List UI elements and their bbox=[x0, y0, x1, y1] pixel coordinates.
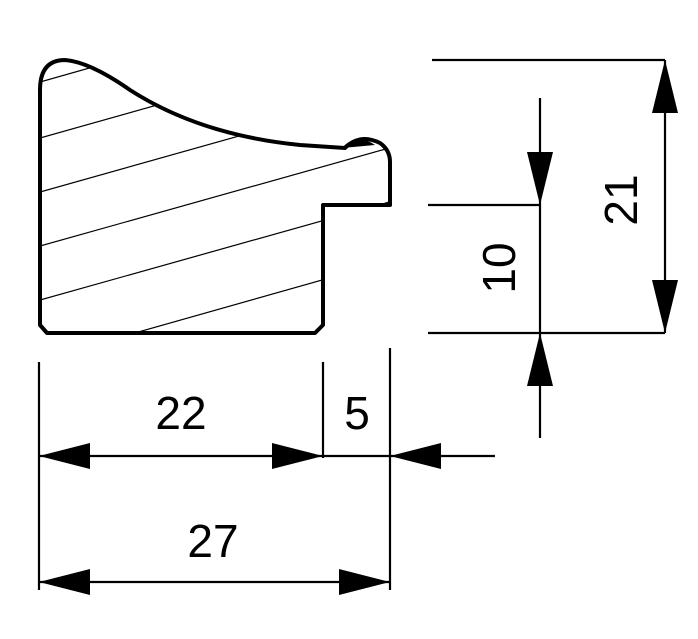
dimension-label-10: 10 bbox=[473, 242, 525, 293]
dimension-10: 10 bbox=[473, 98, 553, 438]
arrowhead bbox=[39, 443, 90, 469]
bead-detail bbox=[342, 139, 375, 148]
dimension-label-27: 27 bbox=[187, 515, 238, 567]
section-hatching bbox=[40, 60, 390, 333]
arrowhead bbox=[272, 443, 323, 469]
dimension-22-5: 22 5 bbox=[39, 387, 495, 469]
dimension-label-21: 21 bbox=[595, 174, 647, 225]
arrowhead bbox=[652, 280, 678, 333]
arrowhead bbox=[39, 569, 90, 595]
profile-section bbox=[38, 58, 392, 335]
dimension-label-22: 22 bbox=[155, 387, 206, 439]
extension-lines bbox=[37, 58, 665, 590]
arrowhead bbox=[652, 60, 678, 113]
dimension-label-5: 5 bbox=[344, 387, 370, 439]
arrowhead bbox=[390, 443, 441, 469]
arrowhead bbox=[527, 333, 553, 386]
arrowhead bbox=[339, 569, 390, 595]
dimension-21: 21 bbox=[595, 60, 678, 333]
arrowhead bbox=[527, 152, 553, 205]
dimension-27: 27 bbox=[39, 515, 390, 595]
